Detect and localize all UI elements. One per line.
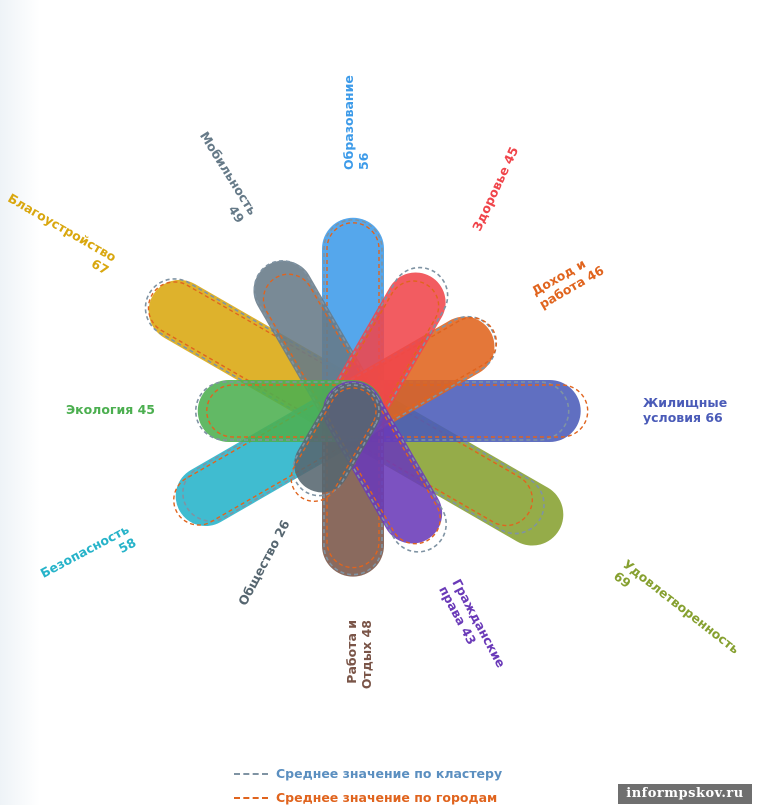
label-гражданские-права: Гражданскиеправа 43 xyxy=(436,576,509,677)
label-благоустройство: Благоустройство67 xyxy=(0,190,119,277)
label-работа-и-отдых: Работа иОтдых 48 xyxy=(344,620,374,689)
legend-label-cluster: Среднее значение по кластеру xyxy=(276,766,503,781)
legend-label-cities: Среднее значение по городам xyxy=(276,790,498,805)
watermark: informpskov.ru xyxy=(618,784,752,804)
legend-line-cities xyxy=(234,796,268,799)
legend-line-cluster xyxy=(234,772,268,775)
label-удовлетворенность: Удовлетворенность69 xyxy=(611,557,743,669)
label-экология: Экология 45 xyxy=(66,402,155,417)
bars-group xyxy=(144,217,589,577)
label-образование: Образование56 xyxy=(341,75,371,170)
label-мобильность: Мобильность49 xyxy=(184,129,260,226)
city-avg-экология xyxy=(206,384,380,438)
legend-item-cluster: Среднее значение по кластеру xyxy=(234,766,502,781)
cluster-avg-общество xyxy=(292,384,380,497)
city-avg-доход-и-работа xyxy=(327,316,498,437)
bar-общество xyxy=(290,383,381,502)
label-безопасность: Безопасность58 xyxy=(38,521,139,594)
label-здоровье: Здоровье 45 xyxy=(469,144,521,233)
city-avg-общество xyxy=(290,387,377,502)
bar-fill-общество xyxy=(294,383,381,493)
city-avg-мобильность xyxy=(262,273,379,437)
cluster-avg-здоровье xyxy=(324,266,449,440)
label-доход-и-работа: Доход иработа 46 xyxy=(529,249,607,311)
label-общество: Общество 26 xyxy=(235,517,293,608)
legend-item-cities: Среднее значение по городам xyxy=(234,790,497,805)
